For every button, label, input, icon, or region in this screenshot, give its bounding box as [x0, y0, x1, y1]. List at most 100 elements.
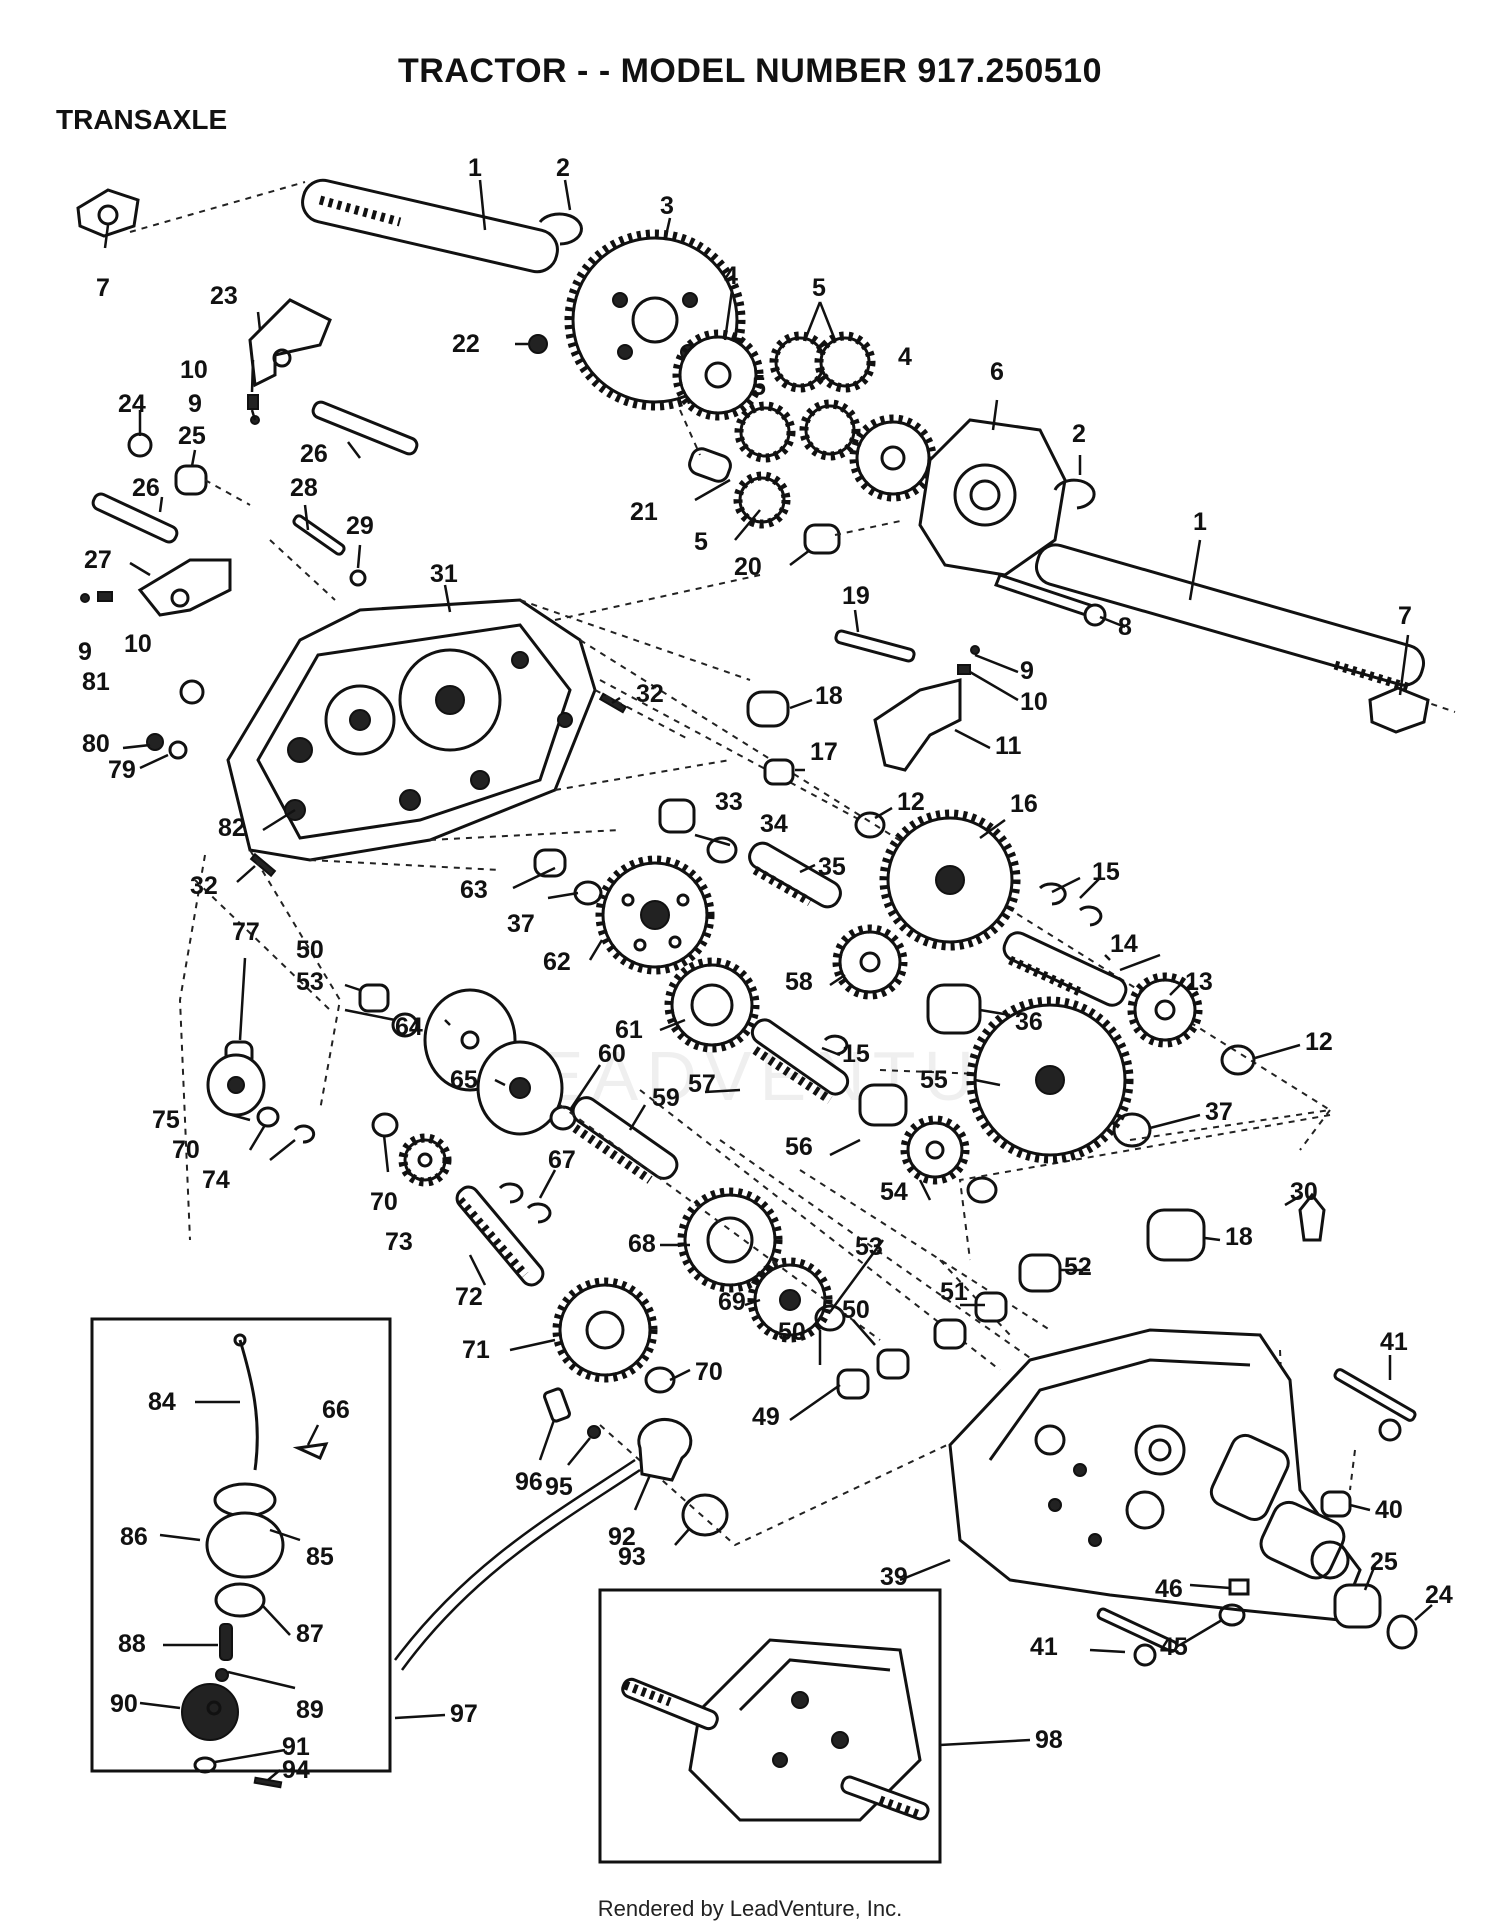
callout: 65	[450, 1066, 478, 1094]
washer-95	[587, 1425, 601, 1439]
brake-drive-parts	[394, 1387, 729, 1671]
callout: 30	[1290, 1178, 1318, 1206]
callout: 22	[452, 330, 480, 358]
callout: 26	[300, 440, 328, 468]
gear-13	[1127, 972, 1203, 1048]
axle-collar-7-left	[76, 188, 140, 238]
callout: 4	[724, 262, 738, 290]
bushing-50-left	[358, 983, 390, 1013]
ball-80	[146, 733, 164, 751]
callout: 50	[842, 1296, 870, 1324]
callout: 70	[695, 1358, 723, 1386]
washer-12-upper	[854, 811, 886, 839]
seal-81	[179, 679, 205, 705]
callout: 85	[306, 1543, 334, 1571]
callout: 10	[124, 630, 152, 658]
callout: 41	[1380, 1328, 1408, 1356]
callout: 52	[1064, 1253, 1092, 1281]
gear-58	[832, 924, 908, 1000]
shift-fork-23	[248, 298, 332, 388]
callout: 27	[84, 546, 112, 574]
seal-92	[637, 1417, 693, 1482]
shift-fork-11	[873, 678, 962, 772]
gear-73	[398, 1133, 452, 1187]
callout: 69	[718, 1288, 746, 1316]
ball-29	[349, 569, 367, 587]
callout: 15	[1092, 858, 1120, 886]
callout: 37	[1205, 1098, 1233, 1126]
callout: 12	[1305, 1028, 1333, 1056]
callout: 6	[990, 358, 1004, 386]
callout: 35	[818, 853, 846, 881]
washer-53-lower	[814, 1304, 846, 1332]
gear-71	[552, 1277, 658, 1383]
washer-53-right	[966, 1176, 998, 1204]
callout: 89	[296, 1696, 324, 1724]
callout: 81	[82, 668, 110, 696]
bushing-17	[763, 758, 795, 786]
plug-40	[1320, 1490, 1352, 1518]
callout: 75	[152, 1106, 180, 1134]
washer-12-lower	[1220, 1044, 1256, 1076]
bolt-46	[1228, 1578, 1250, 1596]
callout: 2	[1072, 420, 1086, 448]
callout: 21	[630, 498, 658, 526]
gear-62	[595, 855, 715, 975]
callout: 93	[618, 1543, 646, 1571]
callout: 62	[543, 948, 571, 976]
callout: 95	[545, 1473, 573, 1501]
callout: 71	[462, 1336, 490, 1364]
retaining-ring-2-top	[538, 212, 583, 246]
callout: 18	[815, 682, 843, 710]
bushing-51	[974, 1291, 1008, 1323]
cap-85	[213, 1482, 277, 1518]
callout: 98	[1035, 1726, 1063, 1754]
callout: 87	[296, 1620, 324, 1648]
callout: 59	[652, 1084, 680, 1112]
callout: 57	[688, 1070, 716, 1098]
bushing-56	[858, 1083, 908, 1127]
retaining-ring-2-right	[1053, 478, 1096, 510]
callout: 70	[172, 1136, 200, 1164]
bushing-21	[688, 447, 732, 483]
bushing-20	[803, 523, 841, 555]
bushing-50-mid	[933, 1318, 967, 1350]
callout: 49	[752, 1403, 780, 1431]
callout: 7	[96, 274, 110, 302]
spring-88	[219, 1623, 233, 1661]
callout: 36	[1015, 1008, 1043, 1036]
callout: 5	[812, 274, 826, 302]
callout: 7	[1398, 602, 1412, 630]
callout: 60	[598, 1040, 626, 1068]
callout: 86	[120, 1523, 148, 1551]
callout: 56	[785, 1133, 813, 1161]
callout: 17	[810, 738, 838, 766]
bushing-33	[658, 798, 696, 834]
callout: 34	[760, 810, 788, 838]
shift-rod-26-left	[91, 492, 179, 544]
callout: 53	[296, 968, 324, 996]
callout: 23	[210, 282, 238, 310]
callout: 79	[108, 756, 136, 784]
callout: 94	[282, 1756, 310, 1784]
washer-79	[168, 740, 188, 760]
callout: 80	[82, 730, 110, 758]
bushing-18-upper	[746, 690, 790, 728]
callout: 24	[1425, 1581, 1453, 1609]
cap-87	[214, 1582, 266, 1618]
callout: 28	[290, 474, 318, 502]
gear-16	[879, 809, 1021, 951]
callout: 5	[752, 373, 766, 401]
callout: 50	[778, 1318, 806, 1346]
washer-91	[193, 1756, 217, 1774]
callout: 33	[715, 788, 743, 816]
callout: 1	[1193, 508, 1207, 536]
washer-60	[549, 1105, 577, 1131]
callout: 19	[842, 582, 870, 610]
callout: 96	[515, 1468, 543, 1496]
section-title: TRANSAXLE	[56, 104, 228, 135]
bushing-52	[1018, 1253, 1062, 1293]
gear-4-upper	[672, 329, 764, 421]
callout: 92	[608, 1523, 636, 1551]
page-title: TRACTOR - - MODEL NUMBER 917.250510	[398, 52, 1102, 90]
